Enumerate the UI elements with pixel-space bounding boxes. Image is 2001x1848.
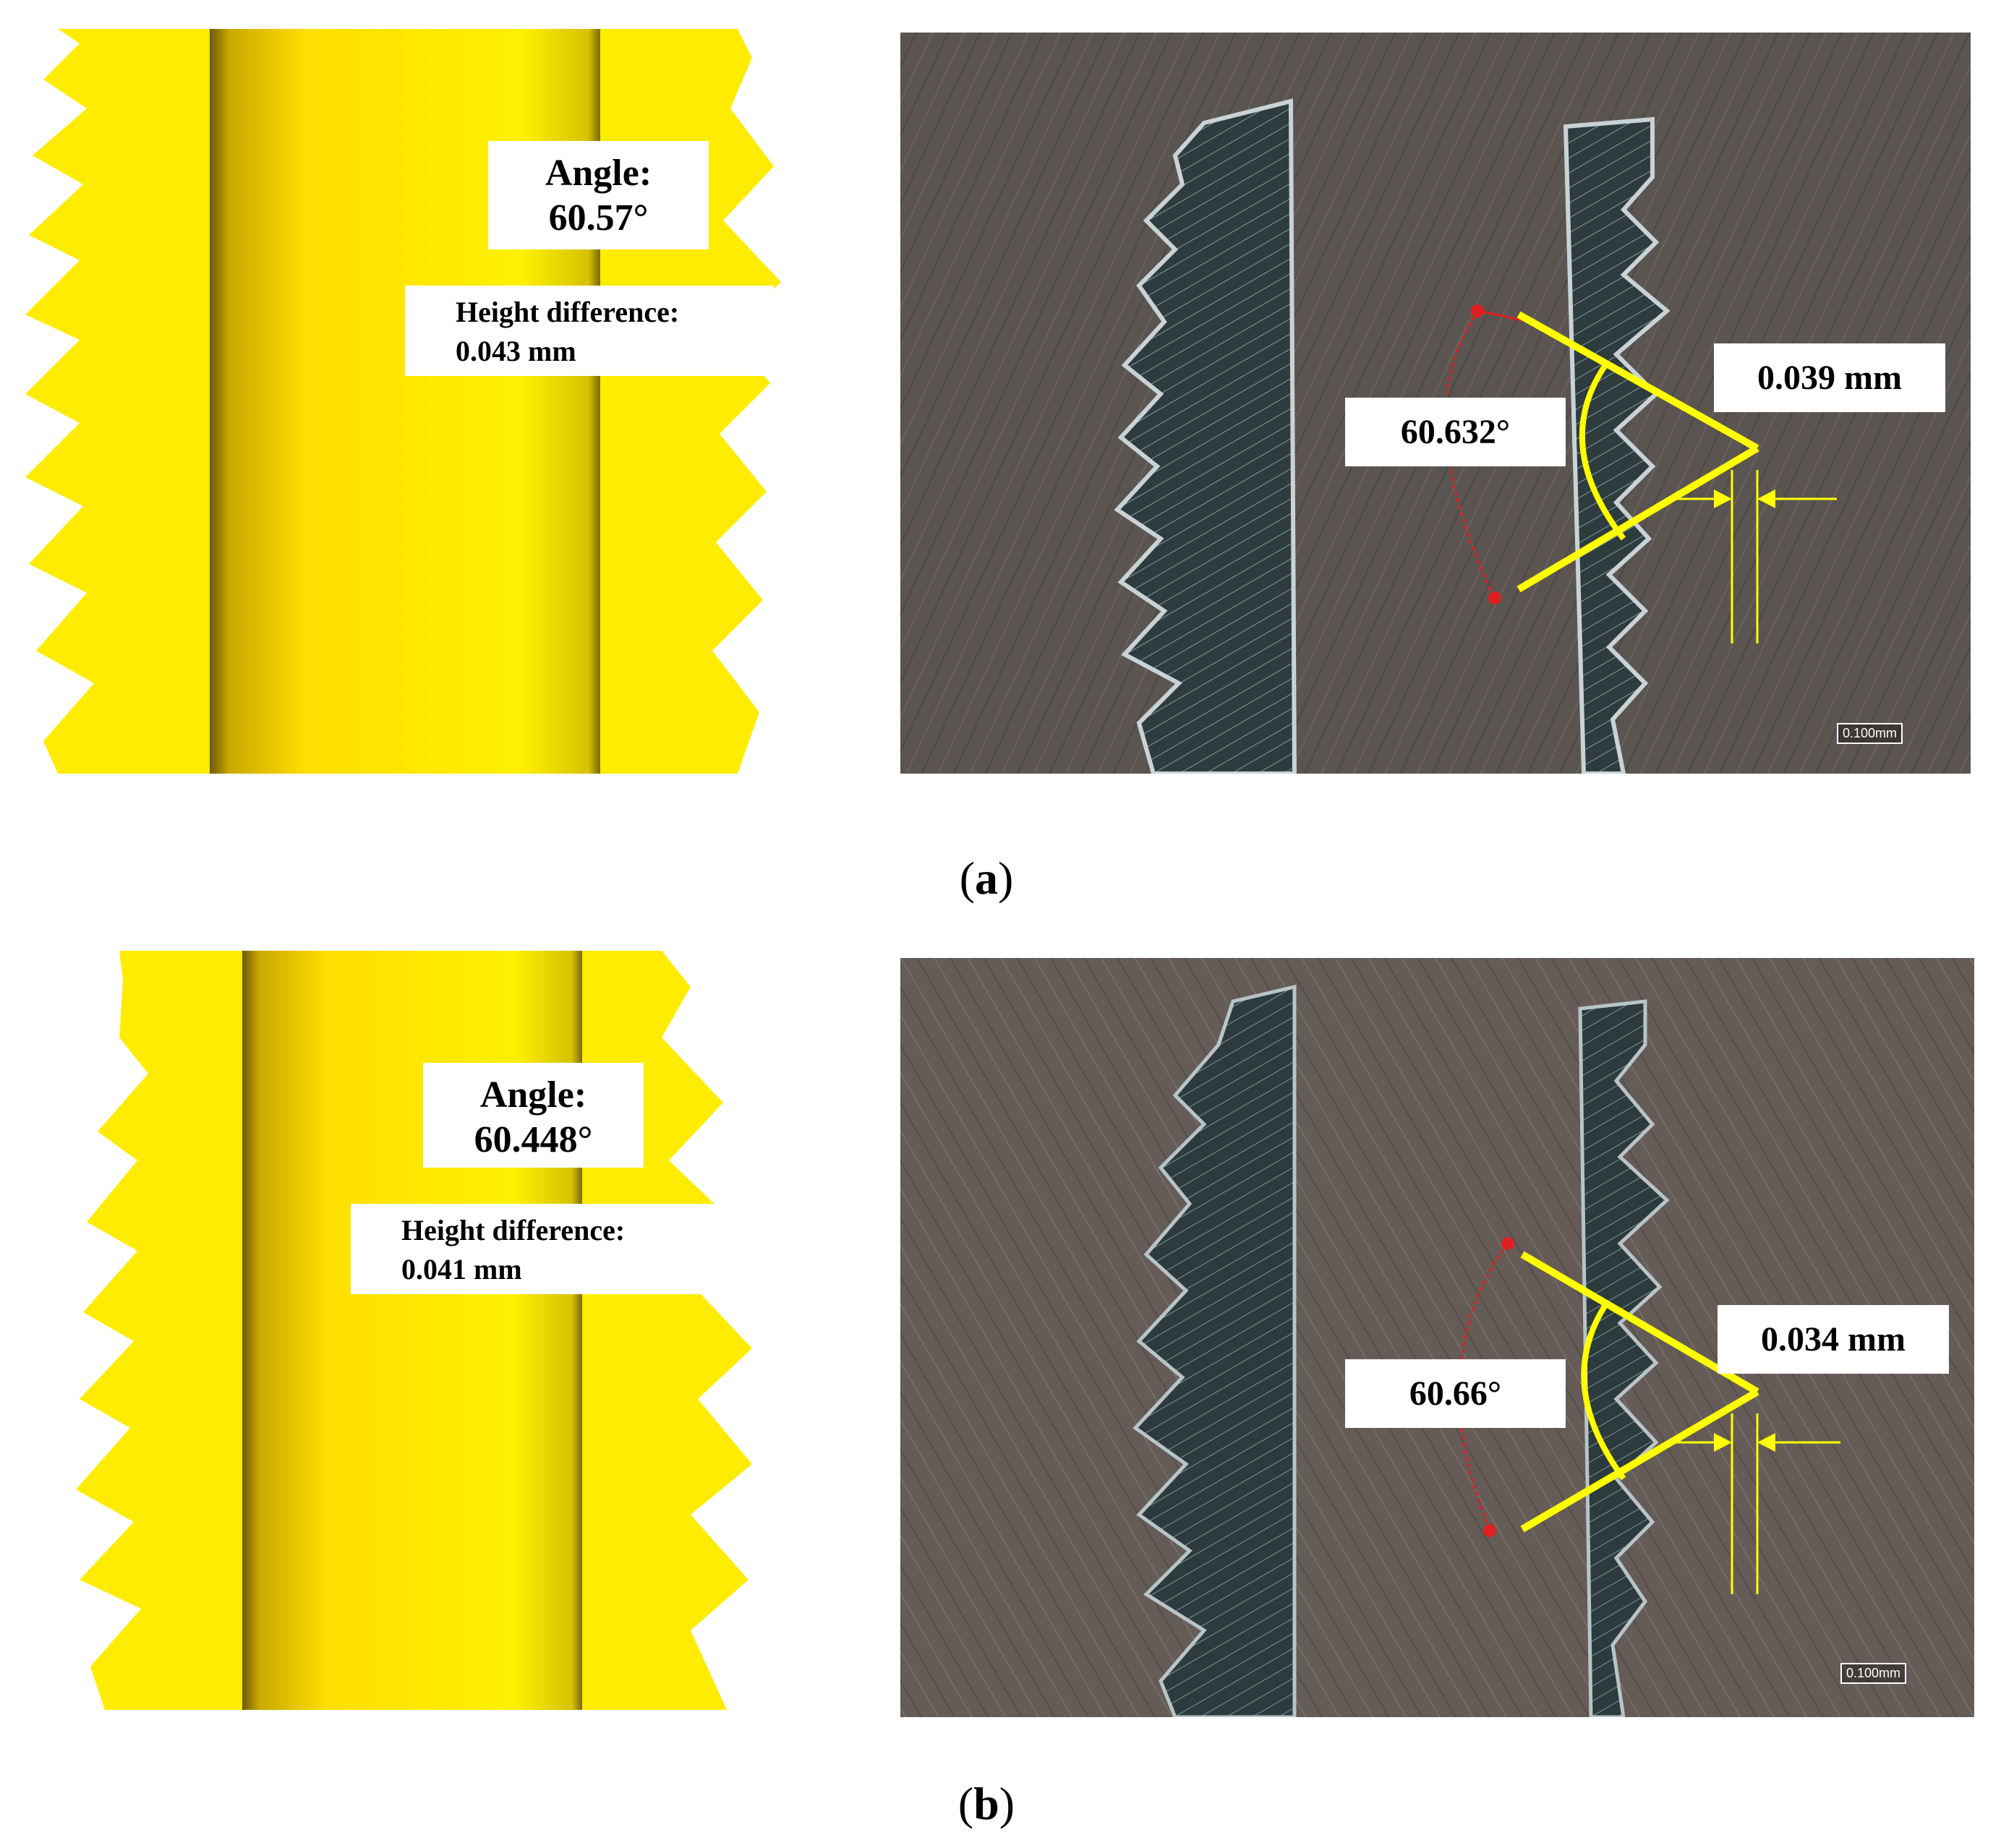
- model-height-value-b: 0.041 mm: [401, 1253, 522, 1286]
- caption-letter-b: b: [973, 1778, 999, 1829]
- yellow-v-bottom-a: [1516, 445, 1759, 593]
- thread-model-a: [25, 29, 781, 774]
- micrograph-b: [900, 958, 1974, 1717]
- thread-section-right-b: [1578, 999, 1670, 1717]
- micro-angle-box-a: 60.632°: [1345, 398, 1566, 466]
- scale-bar-a: 0.100mm: [1837, 723, 1903, 744]
- yellow-angle-arc-a: [1579, 363, 1626, 541]
- yellow-angle-arc-b: [1581, 1303, 1626, 1481]
- thread-left-b: [76, 951, 257, 1710]
- model-height-label-a: Height difference:: [456, 296, 680, 328]
- micro-depth-box-a: 0.039 mm: [1714, 343, 1945, 412]
- red-point-top-b: [1501, 1237, 1514, 1250]
- thread-section-left-b: [1132, 984, 1297, 1717]
- micrograph-image-a: [900, 33, 1971, 774]
- model-height-box-b: Height difference: 0.041 mm: [351, 1204, 752, 1294]
- model-angle-box-a: Angle: 60.57°: [488, 141, 709, 249]
- model-angle-value-a: 60.57°: [548, 197, 649, 239]
- red-point-top-a: [1471, 304, 1484, 317]
- yellow-v-bottom-b: [1520, 1388, 1759, 1533]
- model-angle-value-b: 60.448°: [474, 1119, 593, 1160]
- micro-depth-box-b: 0.034 mm: [1718, 1305, 1949, 1374]
- model-height-label-b: Height difference:: [401, 1214, 626, 1246]
- micro-angle-box-b: 60.66°: [1345, 1359, 1566, 1428]
- thread-left-a: [25, 29, 224, 774]
- red-point-bottom-a: [1488, 591, 1501, 604]
- scale-bar-b: 0.100mm: [1840, 1663, 1907, 1684]
- yellow-v-top-a: [1516, 311, 1759, 452]
- micrograph-a: [900, 33, 1971, 774]
- thread-section-right-a: [1563, 116, 1671, 774]
- model-height-value-a: 0.043 mm: [456, 335, 576, 367]
- model-height-box-a: Height difference: 0.043 mm: [405, 286, 774, 376]
- caption-a: (a): [959, 852, 1014, 904]
- model-angle-label-a: Angle:: [545, 153, 652, 194]
- micrograph-image-b: [900, 958, 1974, 1717]
- caption-b: (b): [957, 1778, 1015, 1829]
- model-angle-label-b: Angle:: [479, 1074, 587, 1116]
- red-point-bottom-b: [1483, 1524, 1496, 1537]
- thread-model-b: [76, 951, 752, 1710]
- model-view-a: [14, 29, 781, 774]
- model-view-b: [69, 951, 759, 1710]
- caption-letter-a: a: [975, 852, 998, 904]
- thread-section-left-a: [1114, 98, 1297, 774]
- model-angle-box-b: Angle: 60.448°: [423, 1063, 644, 1168]
